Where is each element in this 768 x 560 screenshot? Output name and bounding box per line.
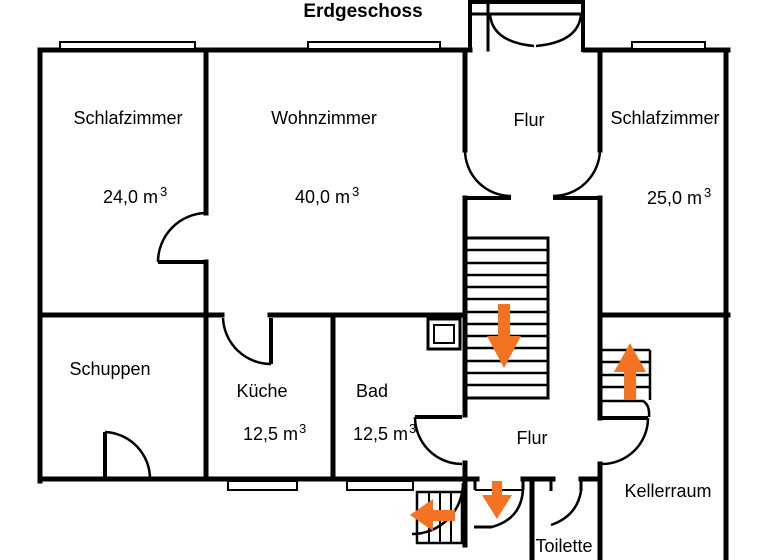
staircase-outline [465, 236, 550, 400]
up-arrow-icon [614, 343, 646, 400]
window-icon [631, 41, 706, 50]
room-label-schlafzimmer-right: Schlafzimmer [610, 108, 719, 128]
door-arc [413, 416, 463, 466]
down-arrow-icon [487, 304, 521, 368]
room-area-schlafzimmer-left: 24,0 m [103, 187, 158, 207]
room-label-schuppen: Schuppen [69, 359, 150, 379]
entrance-door-icon [488, 13, 583, 48]
door-arc [601, 417, 650, 466]
basement-stairs-bottom [602, 399, 651, 418]
inner-walls [37, 47, 731, 560]
door-arc [221, 317, 272, 366]
door-arc [463, 149, 512, 198]
room-label-toilette: Toilette [535, 536, 592, 556]
exterior-stairs-outline [415, 490, 464, 545]
entrance-porch [468, 0, 585, 52]
chimney-shaft-icon [426, 317, 462, 351]
left-arrow-icon [410, 499, 455, 531]
room-label-schlafzimmer-left: Schlafzimmer [73, 108, 182, 128]
room-area-sup: 3 [704, 185, 711, 200]
door-arc [156, 211, 207, 263]
window-icon [59, 41, 196, 50]
room-label-flur-top: Flur [514, 110, 545, 130]
page-title: Erdgeschoss [303, 1, 422, 22]
door-arc [550, 490, 583, 527]
room-area-sup: 3 [160, 184, 167, 199]
room-label-bad: Bad [356, 381, 388, 401]
room-area-bad: 12,5 m [353, 424, 408, 444]
room-label-kueche: Küche [236, 381, 287, 401]
door-arc [552, 149, 602, 198]
room-label-flur-bottom: Flur [517, 428, 548, 448]
room-area-schlafzimmer-right: 25,0 m [647, 188, 702, 208]
window-icon [346, 480, 414, 491]
room-area-sup: 3 [299, 421, 306, 436]
down-arrow-icon [482, 481, 512, 519]
door-jambs [473, 481, 525, 490]
room-area-wohnzimmer: 40,0 m [295, 187, 350, 207]
door-arc [104, 430, 152, 480]
door-jambs [549, 481, 583, 491]
windows [59, 41, 706, 491]
room-label-kellerraum: Kellerraum [624, 481, 711, 501]
room-label-wohnzimmer: Wohnzimmer [271, 108, 377, 128]
window-icon [227, 480, 298, 491]
window-icon [307, 41, 441, 50]
room-area-kueche: 12,5 m [243, 424, 298, 444]
door-arc [491, 489, 525, 529]
room-area-sup: 3 [352, 184, 359, 199]
room-area-sup: 3 [409, 421, 416, 436]
direction-arrows [410, 304, 646, 531]
doors [103, 149, 650, 536]
